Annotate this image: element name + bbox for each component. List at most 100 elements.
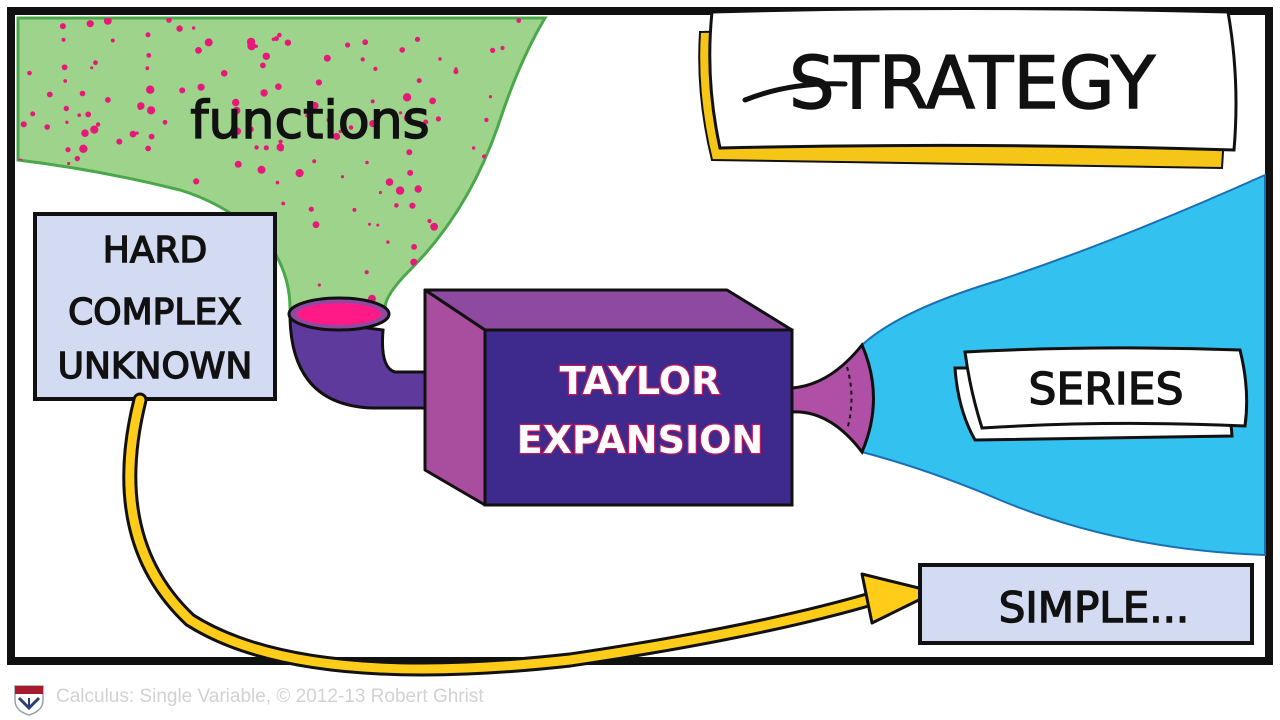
funnel-dot (278, 279, 286, 287)
output-nozzle (790, 342, 875, 455)
funnel-dot (460, 250, 468, 259)
funnel-dot (277, 145, 284, 152)
funnel-dot (90, 125, 99, 134)
funnel-dot (378, 190, 383, 195)
funnel-dot (340, 175, 345, 179)
funnel-dot (516, 18, 522, 23)
funnel-dot (430, 282, 437, 289)
funnel-dot (81, 129, 89, 137)
funnel-dot (333, 132, 341, 141)
funnel-dot (65, 120, 69, 125)
funnel-dot (305, 113, 310, 118)
input-box-line2: COMPLEX (68, 292, 242, 333)
simple-label: SIMPLE... (999, 583, 1190, 632)
funnel-dot (204, 38, 213, 47)
funnel-dot (197, 83, 205, 91)
funnel-dot (93, 60, 98, 66)
funnel-dot (59, 23, 66, 30)
funnel-dot (317, 283, 321, 287)
funnel-dot (312, 221, 320, 229)
funnel-dot (262, 52, 270, 60)
funnel-dot (491, 216, 500, 225)
funnel-dot (423, 119, 429, 125)
funnel-dot (406, 149, 413, 156)
funnel-dot (32, 173, 38, 178)
functions-label: functions (190, 91, 430, 151)
funnel-dot (148, 133, 155, 140)
funnel-dot (411, 244, 417, 250)
funnel-dot (535, 200, 544, 208)
funnel-dot (348, 125, 354, 130)
input-pipe (287, 296, 466, 412)
funnel-dot (95, 122, 101, 127)
funnel-dot (247, 126, 254, 133)
funnel-dot (373, 66, 378, 71)
funnel-dot (46, 91, 53, 98)
funnel-dot (522, 194, 528, 200)
funnel-dot (260, 62, 266, 69)
funnel-dot (338, 129, 342, 134)
simple-box: SIMPLE... (918, 563, 1254, 645)
funnel-dot (488, 95, 493, 99)
funnel-dot (191, 26, 196, 30)
funnel-dot (232, 106, 241, 115)
funnel-dot (411, 279, 419, 287)
funnel-dot (410, 258, 418, 266)
funnel-dot (275, 180, 280, 185)
funnel-dot (538, 209, 542, 214)
funnel-dot (145, 66, 150, 71)
funnel-dot (233, 127, 242, 135)
funnel-dot (416, 78, 422, 84)
series-banner: SERIES (953, 346, 1249, 442)
funnel-dot (67, 161, 71, 166)
funnel-dot (61, 37, 66, 42)
funnel-dot (263, 145, 269, 151)
funnel-dot (254, 145, 259, 150)
input-box-line3: UNKNOWN (58, 346, 253, 387)
funnel-dot (295, 109, 299, 113)
funnel-dot (427, 218, 432, 224)
funnel-dot (429, 97, 436, 105)
funnel-dot (385, 178, 394, 186)
funnel-dot (162, 119, 168, 125)
funnel-dot (394, 203, 399, 208)
taylor-expansion-machine: TAYLOR EXPANSION (423, 288, 794, 507)
funnel-dot (277, 32, 282, 38)
funnel-dot (281, 201, 286, 206)
funnel-dot (166, 18, 172, 23)
funnel-dot (435, 116, 441, 122)
funnel-dot (116, 138, 123, 145)
funnel-dot (402, 93, 412, 102)
funnel-dot (193, 178, 200, 185)
funnel-dot (395, 186, 405, 195)
funnel-dot (65, 168, 70, 173)
funnel-dot (323, 54, 331, 62)
funnel-dot (90, 66, 94, 70)
funnel-dot (376, 223, 380, 227)
funnel-dot (518, 111, 525, 117)
funnel-dot (278, 139, 283, 144)
funnel-dot (326, 116, 334, 124)
funnel-dot (195, 47, 202, 54)
funnel-dot (484, 117, 489, 123)
funnel-dot (482, 154, 487, 159)
funnel-dot (312, 159, 317, 164)
footer: Calculus: Single Variable, © 2012-13 Rob… (0, 680, 1280, 720)
funnel-dot (368, 222, 371, 226)
funnel-dot (362, 39, 369, 46)
funnel-dot (311, 101, 319, 110)
funnel-dot (315, 79, 322, 86)
funnel-dot (220, 70, 228, 77)
funnel-dot (275, 83, 282, 90)
funnel-dot (30, 111, 36, 117)
slide-frame (7, 7, 1273, 665)
funnel-dot (409, 202, 416, 209)
funnel-dot (526, 277, 531, 282)
funnel-dot (370, 99, 375, 104)
funnel-dot (145, 145, 152, 152)
machine-label-line1: TAYLOR (560, 359, 721, 403)
funnel-dot (535, 147, 540, 152)
funnel-dot (105, 97, 111, 103)
funnel-dot (369, 120, 377, 128)
